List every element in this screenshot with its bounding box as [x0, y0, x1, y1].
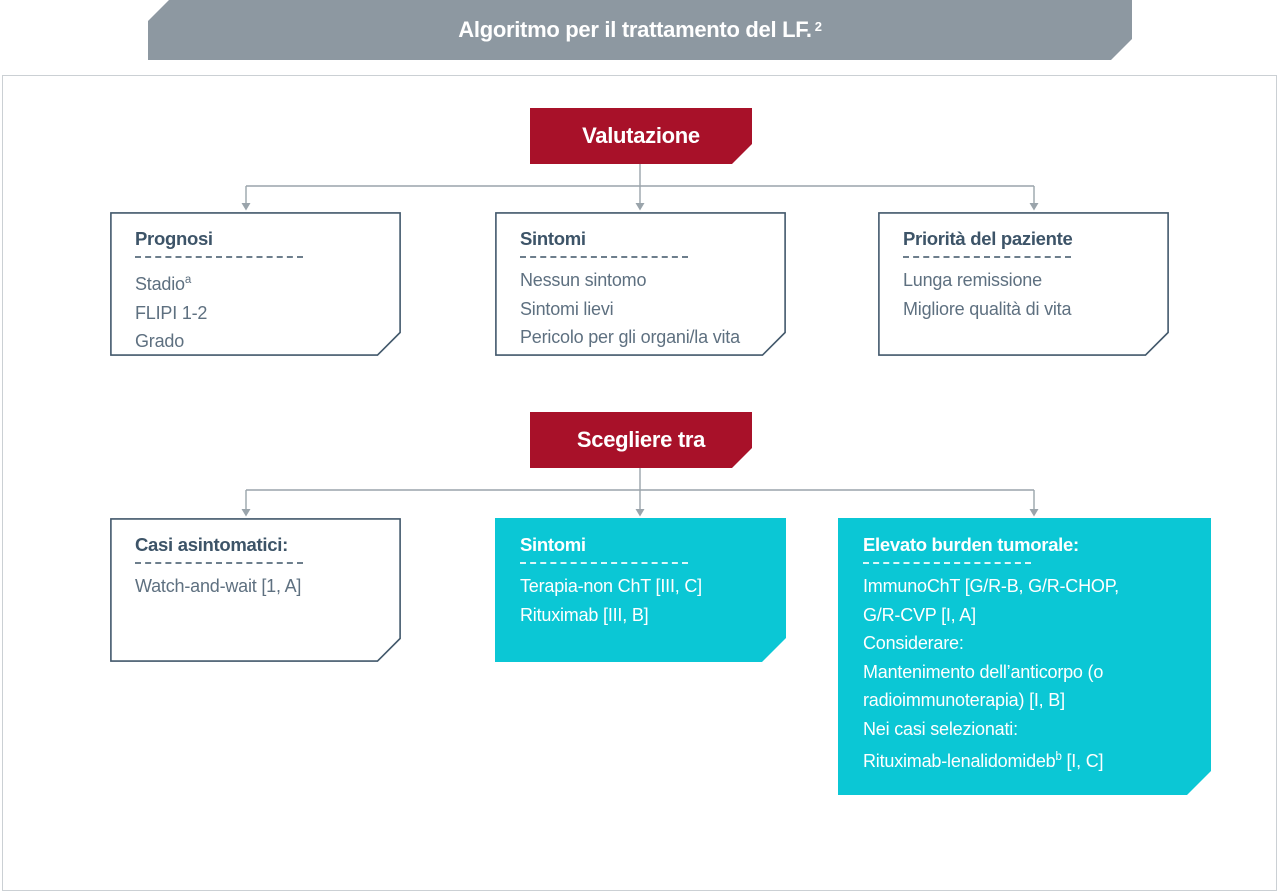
box-line: Grado: [135, 331, 185, 351]
page-title-superscript: 2: [814, 19, 822, 34]
elevato-burden-tumorale-box: Elevato burden tumorale: ImmunoChT [G/R-…: [838, 518, 1211, 795]
casi-asintomatici-box: Casi asintomatici: Watch-and-wait [1, A]: [110, 518, 401, 662]
box-line: Sintomi lievi: [520, 298, 614, 319]
box-line: Watch-and-wait [1, A]: [135, 576, 302, 596]
dashed-divider: [903, 256, 1071, 258]
dashed-divider: [135, 256, 303, 258]
box-line: Terapia-non ChT [III, C]: [520, 576, 702, 596]
notched-frame: [495, 212, 786, 356]
step-scegliere-tra: Scegliere tra: [530, 412, 752, 468]
box-line: Pericolo per gli organi/la vita: [520, 327, 740, 347]
box-line: FLIPI 1-2: [135, 302, 208, 323]
step-valutazione-label: Valutazione: [582, 123, 700, 148]
notched-frame: [878, 212, 1169, 356]
box-title: Prognosi: [135, 228, 213, 249]
box-title: Priorità del paziente: [903, 228, 1073, 249]
box-title: Elevato burden tumorale:: [863, 534, 1079, 555]
prognosi-box: Prognosi Stadioa FLIPI 1-2 Grado: [110, 212, 401, 356]
notched-frame: [110, 212, 401, 356]
box-line: Considerare:: [863, 633, 964, 653]
box-line: Nessun sintomo: [520, 270, 647, 290]
step-scegliere-tra-label: Scegliere tra: [576, 427, 706, 452]
sintomi-terapia-box: Sintomi Terapia-non ChT [III, C] Rituxim…: [495, 518, 786, 662]
notched-frame: [110, 518, 401, 662]
priorita-paziente-box: Priorità del paziente Lunga remissione M…: [878, 212, 1169, 356]
title-banner: Algoritmo per il trattamento del LF.2: [148, 0, 1132, 60]
box-line: Migliore qualità di vita: [903, 298, 1072, 319]
page-title-text: Algoritmo per il trattamento del LF.: [458, 17, 812, 42]
dashed-divider: [863, 562, 1031, 564]
box-line: Rituximab-lenalidomidebb [I, C]: [863, 751, 1104, 771]
box-line: G/R-CVP [I, A]: [863, 604, 976, 625]
box-title: Sintomi: [520, 228, 586, 249]
step-valutazione: Valutazione: [530, 108, 752, 164]
superscript-a: a: [184, 274, 192, 286]
box-line: ImmunoChT [G/R-B, G/R-CHOP,: [863, 576, 1119, 596]
superscript-b: b: [1055, 751, 1062, 763]
box-line: Stadioa: [135, 274, 192, 294]
box-title: Casi asintomatici:: [135, 534, 288, 555]
dashed-divider: [135, 562, 303, 564]
box-title: Sintomi: [520, 534, 586, 555]
box-line: Nei casi selezionati:: [863, 718, 1018, 739]
box-line: radioimmunoterapia) [I, B]: [863, 690, 1065, 710]
dashed-divider: [520, 256, 688, 258]
box-line: Rituximab [III, B]: [520, 604, 649, 625]
box-line: Mantenimento dell’anticorpo (o: [863, 661, 1104, 682]
sintomi-box: Sintomi Nessun sintomo Sintomi lievi Per…: [495, 212, 786, 356]
page-title: Algoritmo per il trattamento del LF.2: [458, 17, 821, 43]
dashed-divider: [520, 562, 688, 564]
box-line: Lunga remissione: [903, 270, 1042, 290]
